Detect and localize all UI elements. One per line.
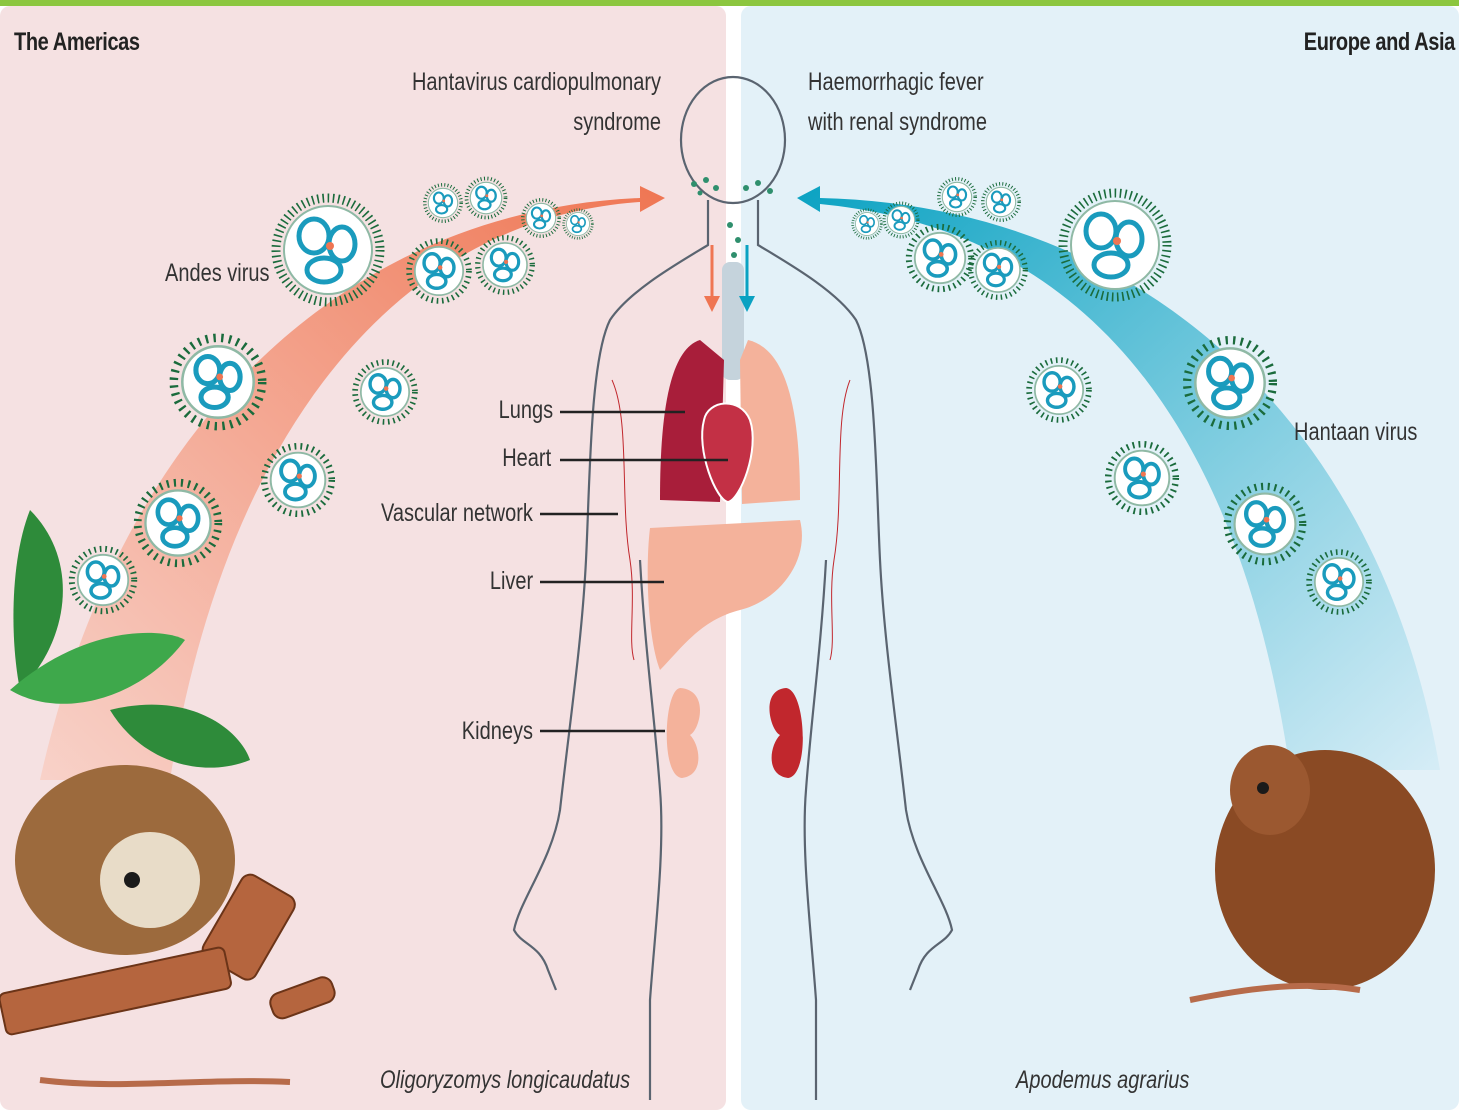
andes-virus-label: Andes virus: [165, 253, 270, 293]
organ-label-lungs: Lungs: [499, 390, 554, 430]
organ-label-heart: Heart: [502, 438, 551, 478]
hps-syndrome-label: Hantavirus cardiopulmonary syndrome: [405, 62, 661, 142]
organ-label-kidneys: Kidneys: [462, 711, 533, 751]
hfrs-syndrome-label: Haemorrhagic fever with renal syndrome: [808, 62, 1024, 142]
americas-host-species: Oligoryzomys longicaudatus: [380, 1060, 630, 1100]
organ-label-vascular-network: Vascular network: [381, 493, 533, 533]
top-banner: [0, 0, 1459, 6]
eurasia-host-species: Apodemus agrarius: [1016, 1060, 1189, 1100]
eurasia-region-title: Europe and Asia: [1304, 22, 1455, 62]
americas-region-title: The Americas: [14, 22, 140, 62]
organ-label-liver: Liver: [490, 561, 533, 601]
hantaan-virus-label: Hantaan virus: [1294, 412, 1417, 452]
